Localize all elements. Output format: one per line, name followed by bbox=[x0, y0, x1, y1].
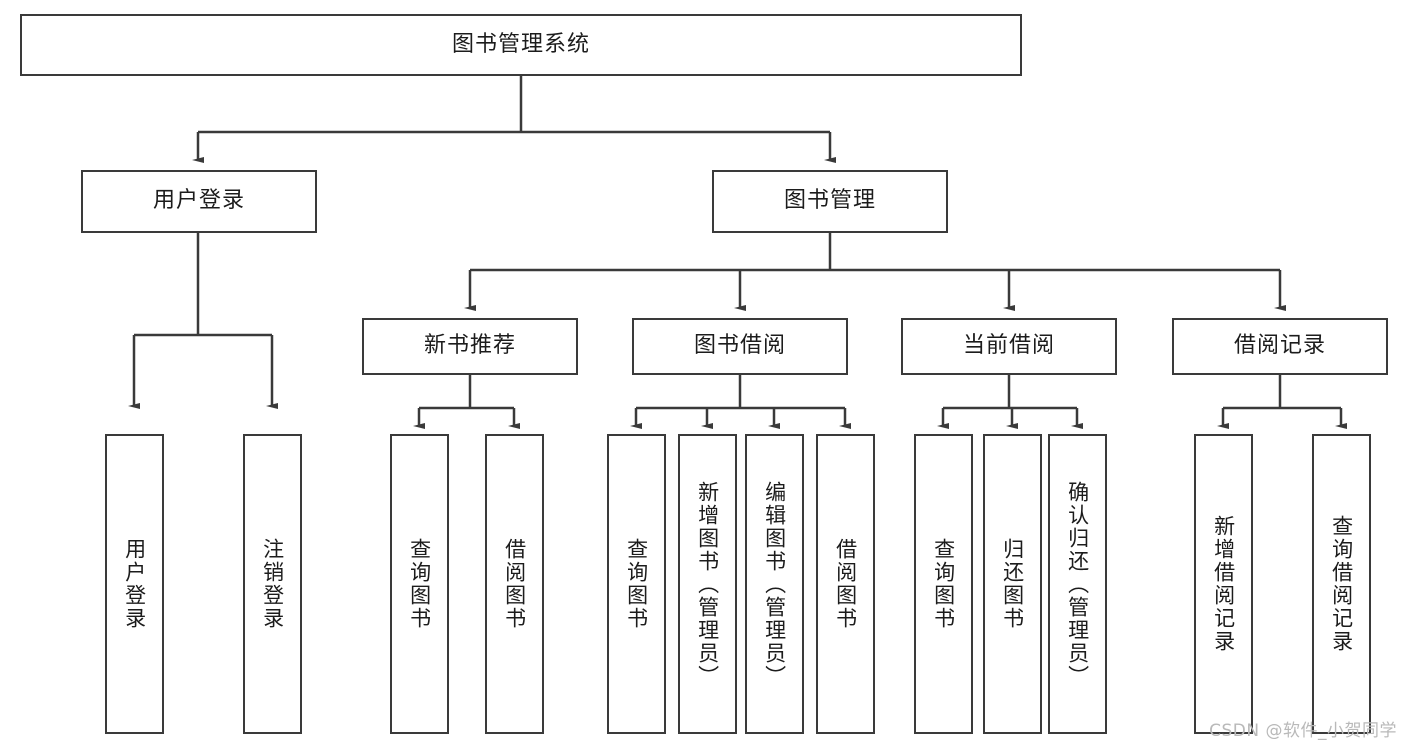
leaf-borrow-record-2-label: 查询借阅记录 bbox=[1329, 515, 1354, 653]
leaf-book-borrow-3[interactable]: 编辑图书（管理员） bbox=[745, 434, 804, 734]
leaf-book-borrow-3-label: 编辑图书（管理员） bbox=[762, 480, 787, 688]
leaf-new-book-1-label: 查询图书 bbox=[407, 538, 432, 630]
node-new-book-label: 新书推荐 bbox=[423, 333, 516, 359]
node-book-manage[interactable]: 图书管理 bbox=[712, 170, 948, 233]
node-user-login-label: 用户登录 bbox=[152, 188, 245, 214]
leaf-current-borrow-3[interactable]: 确认归还（管理员） bbox=[1048, 434, 1107, 734]
node-root-label: 图书管理系统 bbox=[451, 31, 590, 57]
leaf-current-borrow-2[interactable]: 归还图书 bbox=[983, 434, 1042, 734]
leaf-user-login-1[interactable]: 用户登录 bbox=[105, 434, 164, 734]
leaf-borrow-record-1-label: 新增借阅记录 bbox=[1211, 515, 1236, 653]
node-user-login[interactable]: 用户登录 bbox=[81, 170, 317, 233]
node-borrow-record-label: 借阅记录 bbox=[1233, 333, 1326, 359]
leaf-user-login-2[interactable]: 注销登录 bbox=[243, 434, 302, 734]
leaf-new-book-2-label: 借阅图书 bbox=[502, 538, 527, 630]
node-root[interactable]: 图书管理系统 bbox=[20, 14, 1022, 76]
node-borrow-record[interactable]: 借阅记录 bbox=[1172, 318, 1388, 375]
leaf-new-book-2[interactable]: 借阅图书 bbox=[485, 434, 544, 734]
leaf-book-borrow-1-label: 查询图书 bbox=[624, 538, 649, 630]
leaf-user-login-2-label: 注销登录 bbox=[260, 538, 285, 630]
node-current-borrow[interactable]: 当前借阅 bbox=[901, 318, 1117, 375]
leaf-book-borrow-2-label: 新增图书（管理员） bbox=[695, 480, 720, 688]
leaf-book-borrow-2[interactable]: 新增图书（管理员） bbox=[678, 434, 737, 734]
node-book-borrow[interactable]: 图书借阅 bbox=[632, 318, 848, 375]
leaf-book-borrow-4[interactable]: 借阅图书 bbox=[816, 434, 875, 734]
leaf-current-borrow-1-label: 查询图书 bbox=[931, 538, 956, 630]
leaf-book-borrow-1[interactable]: 查询图书 bbox=[607, 434, 666, 734]
leaf-new-book-1[interactable]: 查询图书 bbox=[390, 434, 449, 734]
leaf-current-borrow-3-label: 确认归还（管理员） bbox=[1065, 480, 1090, 688]
node-new-book[interactable]: 新书推荐 bbox=[362, 318, 578, 375]
node-book-manage-label: 图书管理 bbox=[783, 188, 876, 214]
leaf-borrow-record-1[interactable]: 新增借阅记录 bbox=[1194, 434, 1253, 734]
leaf-borrow-record-2[interactable]: 查询借阅记录 bbox=[1312, 434, 1371, 734]
node-current-borrow-label: 当前借阅 bbox=[962, 333, 1055, 359]
leaf-user-login-1-label: 用户登录 bbox=[122, 538, 147, 630]
leaf-current-borrow-2-label: 归还图书 bbox=[1000, 538, 1025, 630]
node-book-borrow-label: 图书借阅 bbox=[693, 333, 786, 359]
leaf-current-borrow-1[interactable]: 查询图书 bbox=[914, 434, 973, 734]
leaf-book-borrow-4-label: 借阅图书 bbox=[833, 538, 858, 630]
